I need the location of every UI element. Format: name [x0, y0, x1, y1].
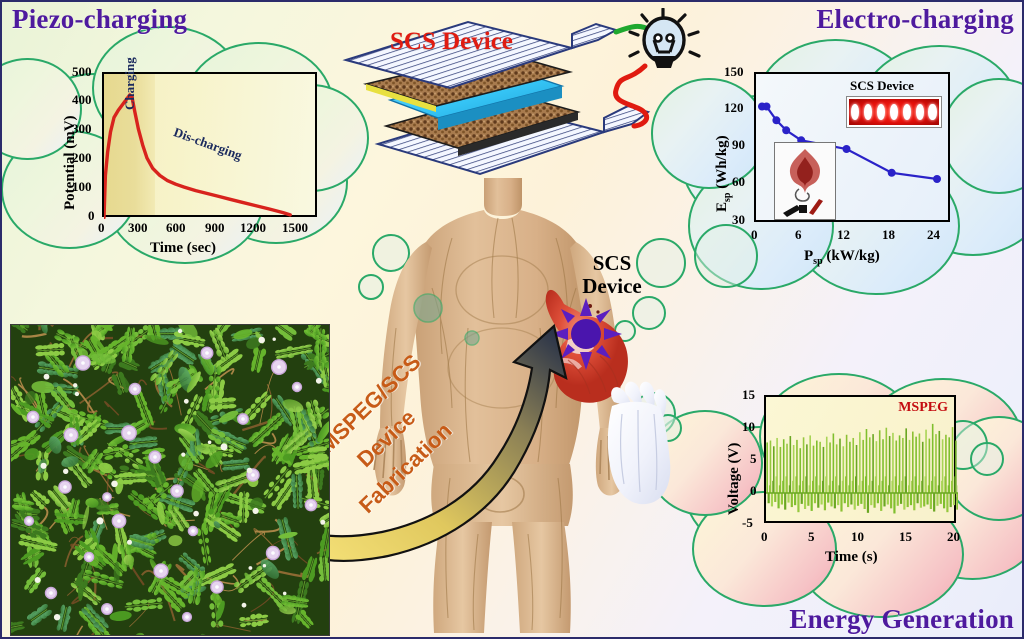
led — [915, 104, 924, 120]
plant-photo-content — [11, 325, 329, 635]
led-strip — [849, 99, 939, 125]
energy-chart: MSPEG 15 10 5 0 -5 0 5 10 15 20 Time (s)… — [702, 387, 982, 602]
thought-bubble — [694, 224, 758, 288]
electro-yaxis-label: Esp (Wh/kg) — [714, 135, 733, 212]
energy-ytick: 0 — [750, 483, 757, 498]
piezo-ytick: 300 — [72, 121, 92, 136]
energy-ytick: 5 — [750, 451, 757, 466]
scs-device-implant-icon — [550, 298, 622, 370]
thought-bubble — [970, 442, 1004, 476]
led — [928, 104, 937, 120]
scs-device-stack: SCS Device — [332, 8, 662, 198]
charging-annotation: Charging — [122, 57, 137, 110]
piezo-xtick: 1500 — [282, 220, 308, 235]
top-current-collector — [342, 20, 619, 90]
energy-xaxis-label: Time (s) — [825, 549, 878, 565]
led — [889, 104, 898, 120]
energy-xtick: 10 — [851, 529, 864, 544]
energy-waveform — [766, 423, 958, 514]
led — [902, 104, 911, 120]
electro-chart: SCS Device — [692, 62, 982, 287]
energy-ytick: -5 — [742, 515, 753, 530]
piezo-ytick: 200 — [72, 150, 92, 165]
piezo-chart: Charging Dis-charging 500 400 300 200 10… — [32, 57, 317, 262]
electro-xtick: 12 — [837, 227, 850, 242]
piezo-xtick: 1200 — [240, 220, 266, 235]
body-scs-line2: Device — [582, 273, 642, 298]
scs-device-inset-label: SCS Device — [850, 78, 914, 93]
red-wire — [613, 63, 650, 129]
human-body-figure — [373, 178, 629, 633]
electro-xtick: 0 — [751, 227, 758, 242]
led-strip-box — [846, 96, 942, 128]
energy-ytick: 10 — [742, 419, 755, 434]
electro-xaxis-label: Psp (kW/kg) — [804, 248, 880, 267]
thought-bubble — [632, 296, 666, 330]
energy-plot-area: MSPEG — [764, 395, 958, 523]
title-electro-charging: Electro-charging — [816, 4, 1014, 34]
electro-ytick: 150 — [724, 64, 744, 79]
electro-plot-area: SCS Device — [754, 72, 950, 222]
led — [864, 104, 873, 120]
piezo-ytick: 0 — [88, 208, 95, 223]
piezo-xtick: 900 — [205, 220, 225, 235]
piezo-xtick: 0 — [98, 220, 105, 235]
scs-device-inset: SCS Device — [842, 78, 942, 128]
energy-xtick: 15 — [899, 529, 912, 544]
mimosa-plant-photo — [10, 324, 330, 636]
title-piezo-charging: Piezo-charging — [12, 4, 188, 34]
piezo-xtick: 600 — [166, 220, 186, 235]
thought-bubble — [372, 234, 410, 272]
piezo-plot-area: Charging Dis-charging — [102, 57, 317, 219]
led — [877, 104, 886, 120]
piezo-yaxis-label: Potential (mV) — [62, 115, 78, 210]
piezo-xaxis-label: Time (sec) — [150, 240, 216, 256]
electro-ytick: 60 — [732, 174, 745, 189]
energy-yaxis-label: Voltage (V) — [726, 442, 742, 515]
electro-xtick: 18 — [882, 227, 895, 242]
device-photo-inset — [774, 142, 836, 220]
body-scs-device-label: SCS Device — [562, 252, 662, 297]
gloved-hand — [607, 381, 671, 505]
thought-bubble — [358, 274, 384, 300]
electro-ytick: 90 — [732, 137, 745, 152]
light-bulb-icon — [628, 8, 701, 68]
energy-xtick: 0 — [761, 529, 768, 544]
electro-xtick: 24 — [927, 227, 940, 242]
scs-device-title: SCS Device — [390, 28, 513, 55]
piezo-ytick: 100 — [72, 179, 92, 194]
body-scs-line1: SCS — [592, 251, 632, 275]
piezo-ytick: 400 — [72, 92, 92, 107]
energy-xtick: 5 — [808, 529, 815, 544]
energy-ytick: 15 — [742, 387, 755, 402]
electro-ytick: 120 — [724, 100, 744, 115]
electro-xtick: 6 — [795, 227, 802, 242]
thought-bubble — [636, 238, 686, 288]
piezo-xtick: 300 — [128, 220, 148, 235]
electro-ytick: 30 — [732, 212, 745, 227]
title-energy-generation: Energy Generation — [789, 604, 1014, 634]
energy-xtick: 20 — [947, 529, 960, 544]
piezo-curve — [104, 93, 292, 219]
led — [851, 104, 860, 120]
mspeg-legend-label: MSPEG — [898, 400, 948, 415]
piezo-ytick: 500 — [72, 64, 92, 79]
